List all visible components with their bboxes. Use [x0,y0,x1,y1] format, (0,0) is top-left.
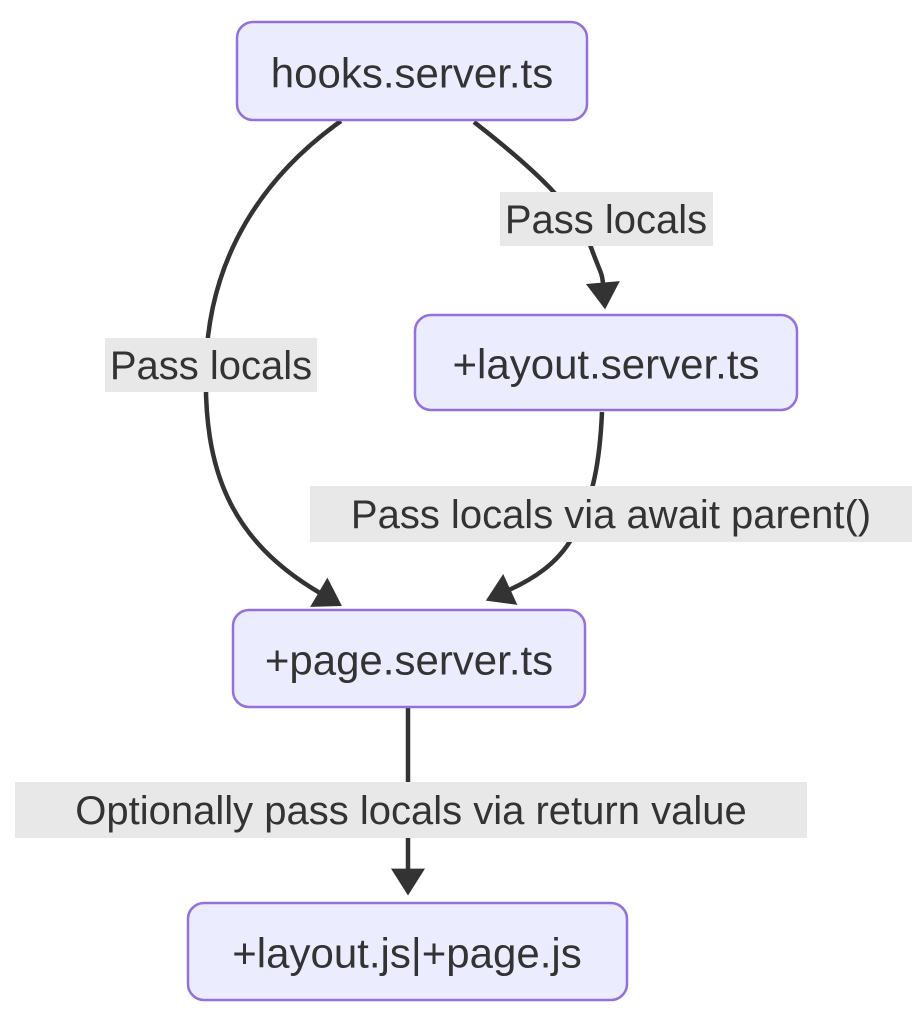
node-page-server-ts: +page.server.ts [231,608,587,709]
node-layout-server-ts: +layout.server.ts [413,313,799,412]
edge-label-bg [105,338,317,392]
edge-label-optionally-pass-locals: Optionally pass locals via return value [15,782,807,838]
edge-label-bg [15,782,807,838]
node-layout-server-ts-label: +layout.server.ts [453,341,760,388]
edge-label-pass-locals-await-parent: Pass locals via await parent() [310,486,912,542]
edge-label-pass-locals-right: Pass locals [500,192,713,246]
edge-label-text: Optionally pass locals via return value [75,789,746,833]
edge-label-bg [500,192,713,246]
node-hooks-server-ts: hooks.server.ts [235,20,589,122]
node-page-server-ts-label: +page.server.ts [265,637,553,684]
edge-label-pass-locals-left: Pass locals [105,338,317,392]
node-layout-js-page-js-box [186,901,629,1002]
edge-label-text: Pass locals via await parent() [351,493,871,537]
edge-label-text: Pass locals [505,198,707,242]
node-hooks-server-ts-box [235,20,589,122]
node-layout-js-page-js: +layout.js|+page.js [186,901,629,1002]
node-layout-server-ts-box [413,313,799,412]
node-hooks-server-ts-label: hooks.server.ts [271,50,553,97]
edge-label-text: Pass locals [110,344,312,388]
edge-label-bg [310,486,912,542]
node-layout-js-page-js-label: +layout.js|+page.js [232,930,581,977]
node-page-server-ts-box [231,608,587,709]
